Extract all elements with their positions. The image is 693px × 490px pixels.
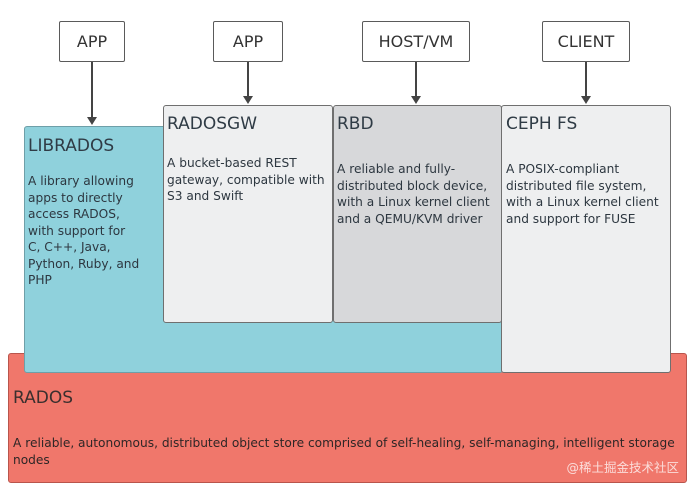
arrow-app-to-librados — [91, 62, 93, 118]
app-label-radosgw: APP — [213, 21, 283, 62]
radosgw-box — [163, 105, 333, 323]
radosgw-title: RADOSGW — [167, 114, 257, 134]
host-vm-label: HOST/VM — [362, 21, 470, 62]
app-label-librados: APP — [59, 21, 125, 62]
rados-box — [8, 353, 687, 483]
rbd-box — [333, 105, 502, 323]
arrow-client-to-cephfs — [585, 62, 587, 97]
rbd-title: RBD — [337, 114, 374, 134]
arrow-app-to-radosgw — [247, 62, 249, 97]
arrow-head-librados — [87, 117, 97, 125]
arrow-head-radosgw — [243, 96, 253, 104]
rbd-description: A reliable and fully-distributed block d… — [337, 162, 490, 226]
arrow-head-rbd — [411, 96, 421, 104]
client-label: CLIENT — [542, 21, 630, 62]
rados-description: A reliable, autonomous, distributed obje… — [13, 436, 675, 467]
cephfs-description: A POSIX-compliant distributed file syste… — [506, 162, 659, 226]
librados-description: A library allowing apps to directly acce… — [28, 174, 140, 287]
arrow-head-cephfs — [581, 96, 591, 104]
cephfs-box — [501, 105, 671, 373]
rados-title: RADOS — [13, 388, 74, 408]
watermark-text: @稀土掘金技术社区 — [566, 460, 679, 475]
librados-title: LIBRADOS — [28, 136, 115, 156]
radosgw-description: A bucket-based REST gateway, compatible … — [167, 156, 325, 203]
cephfs-title: CEPH FS — [506, 114, 578, 134]
arrow-host-to-rbd — [415, 62, 417, 97]
